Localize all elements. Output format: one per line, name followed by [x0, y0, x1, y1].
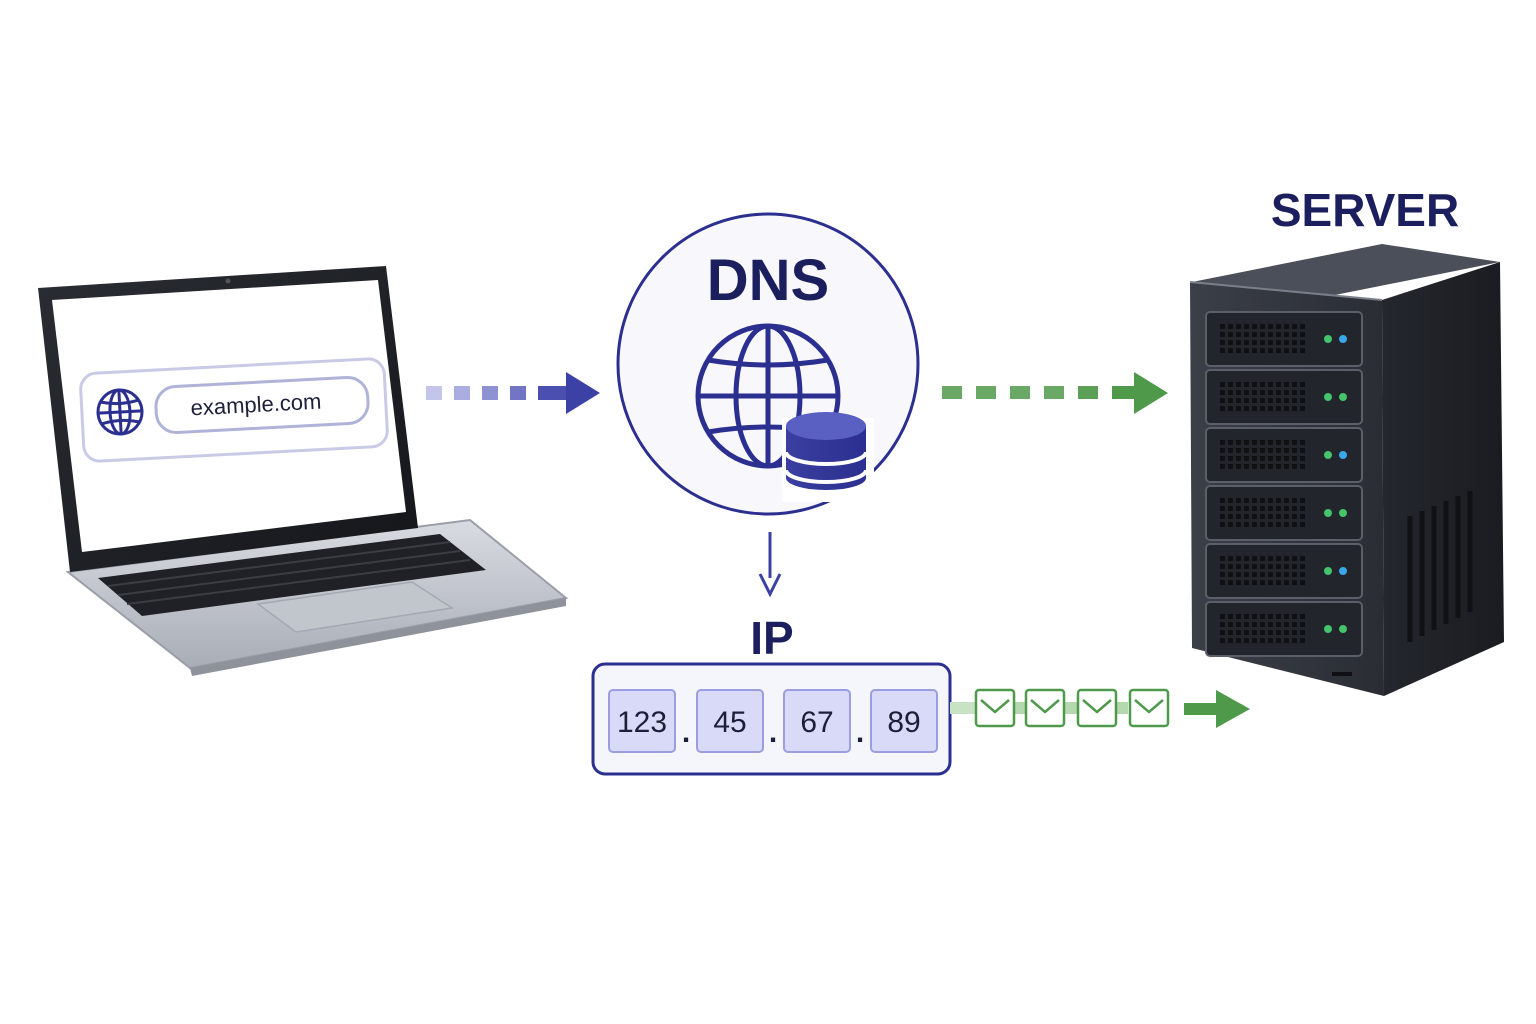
- laptop: example.com: [38, 266, 569, 676]
- arrow-laptop-to-dns: [426, 372, 600, 414]
- globe-icon: [96, 388, 144, 436]
- status-led: [1339, 567, 1347, 575]
- dns-node: DNS: [616, 212, 920, 516]
- ip-separator: .: [682, 716, 690, 749]
- dns-label: DNS: [707, 248, 829, 313]
- server-side-vents: [1407, 491, 1473, 642]
- svg-text:123: 123: [617, 706, 667, 739]
- server-drive-bay: [1205, 601, 1363, 657]
- database-icon: [782, 412, 874, 502]
- svg-text:89: 89: [887, 706, 920, 739]
- server-units: [1205, 311, 1363, 676]
- arrow-dns-to-server: [942, 372, 1168, 414]
- svg-text:67: 67: [800, 706, 833, 739]
- status-led: [1324, 393, 1332, 401]
- server-label: SERVER: [1271, 184, 1459, 236]
- keyboard-rows: [107, 541, 471, 605]
- status-led: [1324, 509, 1332, 517]
- packet-stream: [950, 688, 1250, 728]
- status-led: [1339, 451, 1347, 459]
- envelope-icon: [1128, 688, 1170, 728]
- server-drive-bay: [1205, 543, 1363, 599]
- envelope-icon: [1076, 688, 1118, 728]
- status-led: [1339, 509, 1347, 517]
- server-drive-bay: [1205, 311, 1363, 367]
- status-led: [1324, 567, 1332, 575]
- ip-octet: 67: [783, 689, 851, 753]
- server-drive-bay: [1205, 427, 1363, 483]
- status-led: [1324, 625, 1332, 633]
- server-drive-bay: [1205, 485, 1363, 541]
- envelope-icon: [1024, 688, 1066, 728]
- status-led: [1339, 335, 1347, 343]
- status-led: [1339, 625, 1347, 633]
- status-led: [1324, 335, 1332, 343]
- arrow-dns-to-ip: [758, 532, 782, 598]
- ip-octet: 123: [608, 689, 676, 753]
- server-side: [1382, 262, 1504, 696]
- ip-octet: 89: [870, 689, 938, 753]
- svg-text:45: 45: [713, 706, 746, 739]
- server-drive-bay: [1205, 369, 1363, 425]
- status-led: [1324, 451, 1332, 459]
- server-top: [1192, 244, 1500, 300]
- ip-separator: .: [856, 716, 864, 749]
- url-bar[interactable]: [154, 376, 370, 434]
- ip-label: IP: [750, 612, 793, 664]
- laptop-camera: [225, 278, 231, 284]
- laptop-base-edge: [190, 598, 566, 676]
- status-led: [1339, 393, 1347, 401]
- ip-separator: .: [769, 716, 777, 749]
- ip-octet: 45: [696, 689, 764, 753]
- envelope-icon: [974, 688, 1016, 728]
- ip-address-box: 123 . 45 . 67 . 89: [591, 662, 952, 776]
- server-slot: [1332, 672, 1352, 676]
- laptop-trackpad: [256, 581, 455, 633]
